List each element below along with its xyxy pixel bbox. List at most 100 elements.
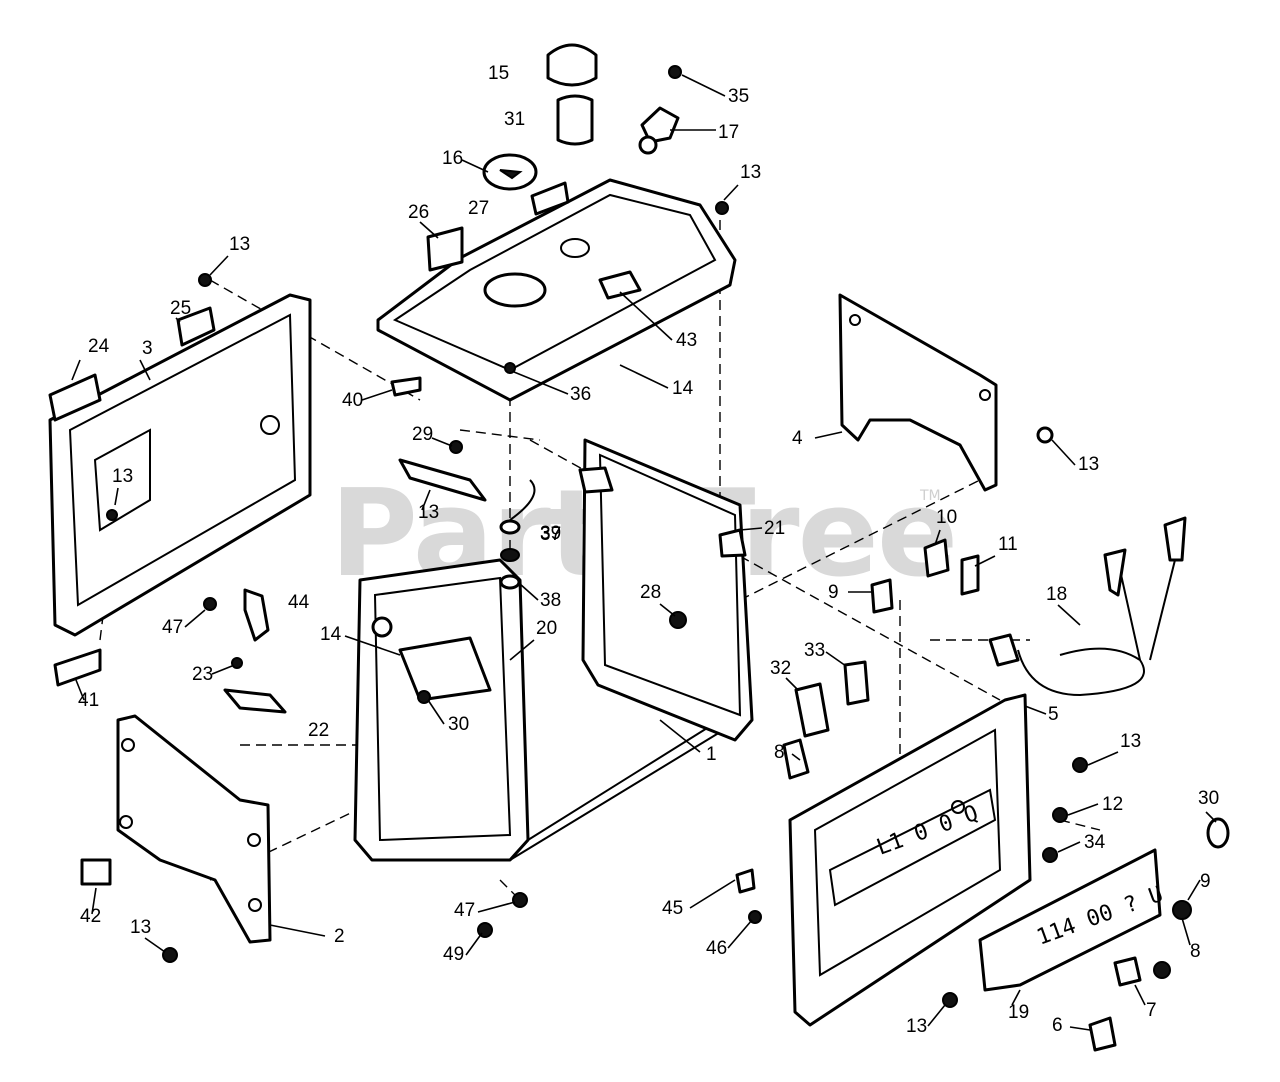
center-hardware [198,201,729,704]
front-control-panel: L1 0 0 Q [788,693,1032,1027]
callout-13: 13 [229,234,250,255]
leader-line-47 [184,609,206,628]
left-side-panel [48,293,312,637]
leader-line-13 [723,184,739,201]
callout-14: 14 [320,624,342,645]
callout-46: 46 [706,938,727,959]
callout-26: 26 [408,202,429,223]
callout-2: 2 [334,926,345,947]
callout-18: 18 [1046,584,1067,605]
leader-line-29 [431,437,453,447]
callout-49: 49 [443,944,464,965]
leader-line-13 [209,255,229,276]
callout-25: 25 [170,298,191,319]
leader-line-13 [114,487,119,506]
leader-line-43 [619,291,673,341]
callout-41: 41 [78,690,99,711]
leader-line-6 [1069,1026,1091,1031]
leader-line-1 [659,719,701,753]
leader-line-16 [461,159,489,173]
callout-13: 13 [1120,731,1141,752]
callout-6: 6 [1052,1015,1063,1036]
leader-line-34 [1057,841,1081,853]
leader-line-47 [477,901,516,913]
callout-35: 35 [728,86,749,107]
callout-13: 13 [130,917,151,938]
leader-line-19 [1011,989,1021,1006]
callout-44: 44 [288,592,310,613]
callout-37: 37 [540,524,561,545]
callout-9: 9 [1200,871,1211,892]
callout-34: 34 [1084,832,1106,853]
callout-8: 8 [774,742,785,763]
leader-line-3 [139,359,151,381]
leader-line-13 [144,937,166,953]
callout-47: 47 [454,900,475,921]
leader-line-45 [689,879,736,909]
callout-19: 19 [1008,1002,1029,1023]
callout-27: 27 [468,198,489,219]
callout-38: 38 [540,590,561,611]
leader-line-23 [211,665,233,675]
callout-42: 42 [80,906,101,927]
leader-line-13 [927,1004,946,1027]
leader-line-18 [1057,604,1081,626]
leader-line-14 [344,635,401,656]
callout-13: 13 [418,502,439,523]
callout-11: 11 [998,534,1018,555]
leader-line-20 [509,639,535,661]
callout-16: 16 [442,148,463,169]
callout-28: 28 [640,582,661,603]
leader-line-36 [513,371,569,395]
right-side-panel [838,293,1054,492]
filler-parts [482,43,682,191]
top-shroud [376,178,737,402]
leader-line-2 [269,924,326,937]
callout-15: 15 [488,63,509,84]
callout-20: 20 [536,618,557,639]
leader-line-40 [361,389,393,401]
callout-12: 12 [1102,794,1123,815]
callout-47: 47 [162,617,183,638]
leader-line-10 [934,529,941,546]
callout-9: 9 [828,582,839,603]
callout-13: 13 [112,466,133,487]
callout-labels: 1234567889910111213131313131313131414151… [78,63,1219,1037]
leader-line-25 [175,317,181,323]
leader-line-4 [814,431,843,439]
callout-13: 13 [1078,454,1099,475]
callout-4: 4 [792,428,803,449]
leader-line-13 [1087,751,1119,766]
leader-line-11 [974,555,996,567]
leader-line-30 [427,699,445,725]
small-brackets [203,588,287,714]
callout-30: 30 [448,714,469,735]
leader-line-41 [75,679,85,701]
leader-line-24 [71,359,81,381]
decals-left [48,306,422,886]
watermark-tm: TM [919,488,941,504]
callout-23: 23 [192,664,213,685]
callout-14: 14 [672,378,694,399]
callout-21: 21 [764,518,785,539]
callout-7: 7 [1146,1000,1157,1021]
callout-40: 40 [342,390,363,411]
leader-line-26 [419,221,439,239]
callout-5: 5 [1048,704,1059,725]
callout-22: 22 [308,720,329,741]
callout-32: 32 [770,658,791,679]
callout-3: 3 [142,338,153,359]
callout-13: 13 [740,162,761,183]
callout-30: 30 [1198,788,1219,809]
callout-29: 29 [412,424,433,445]
leader-line-42 [91,887,97,915]
leader-line-46 [727,919,753,949]
leader-line-8 [791,753,801,761]
callout-1: 1 [706,744,717,765]
callout-36: 36 [570,384,591,405]
leader-line-21 [739,527,763,531]
leader-line-7 [1134,984,1146,1006]
leader-line-13 [421,489,431,511]
